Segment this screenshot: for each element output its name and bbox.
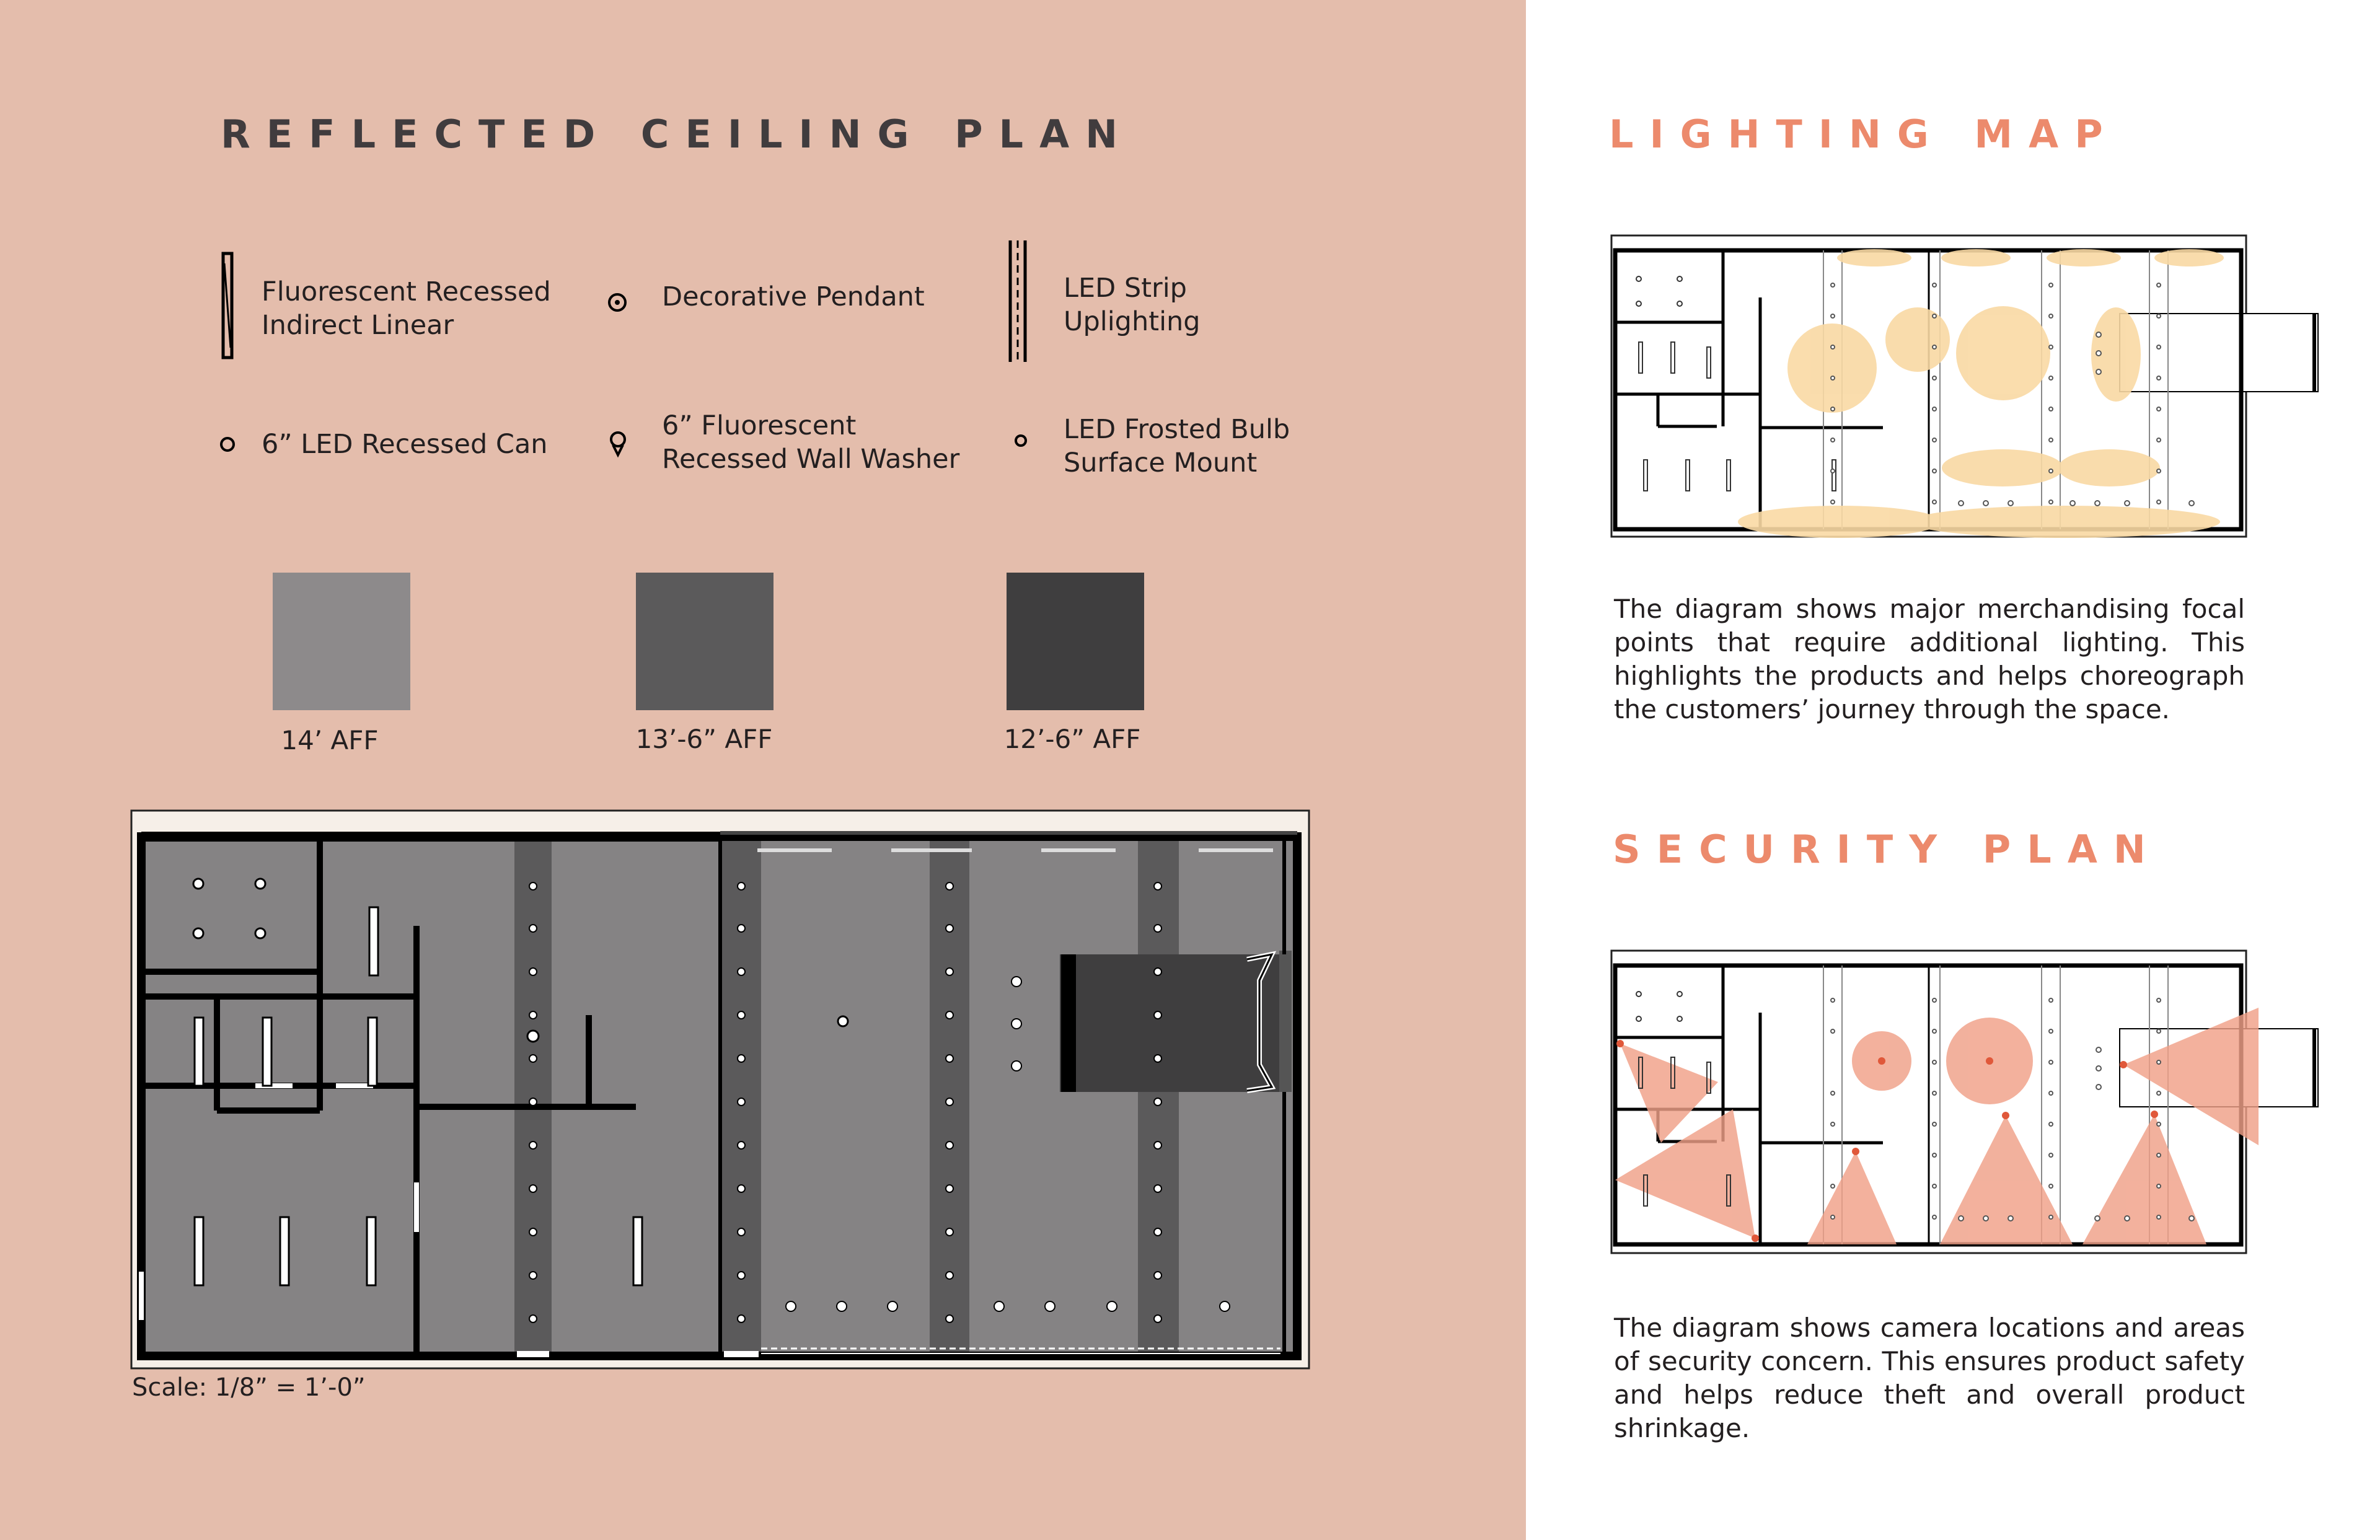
- rcp-title: REFLECTED CEILING PLAN: [221, 112, 1134, 157]
- swatch-label-14-aff: 14’ AFF: [281, 725, 379, 755]
- swatch-12-6-aff: [1007, 573, 1144, 710]
- recessed-can-icon: [220, 437, 235, 452]
- swatch-14-aff: [273, 573, 410, 710]
- legend-label-pendant: Decorative Pendant: [662, 281, 925, 312]
- pendant-icon: [608, 293, 627, 312]
- security-plan-diagram: [1610, 949, 2319, 1254]
- lighting-map-description: The diagram shows major merchandising fo…: [1614, 594, 2245, 724]
- swatch-13-6-aff: [636, 573, 774, 710]
- frosted-bulb-icon: [1015, 434, 1027, 447]
- security-plan-description: The diagram shows camera locations and a…: [1614, 1313, 2245, 1443]
- scale-note: Scale: 1/8” = 1’-0”: [132, 1373, 366, 1402]
- reflected-ceiling-plan-drawing: [130, 809, 1310, 1370]
- lighting-map-title: LIGHTING MAP: [1609, 112, 2119, 157]
- led-strip-icon: [1008, 240, 1027, 362]
- wall-washer-icon: [610, 431, 626, 458]
- legend-label-recessed-can: 6” LED Recessed Can: [262, 429, 548, 460]
- swatch-label-13-6-aff: 13’-6” AFF: [635, 724, 773, 754]
- lighting-map-diagram: [1610, 234, 2319, 538]
- fluorescent-linear-icon: [221, 252, 234, 359]
- security-plan-title: SECURITY PLAN: [1613, 827, 2162, 872]
- swatch-label-12-6-aff: 12’-6” AFF: [1003, 724, 1141, 754]
